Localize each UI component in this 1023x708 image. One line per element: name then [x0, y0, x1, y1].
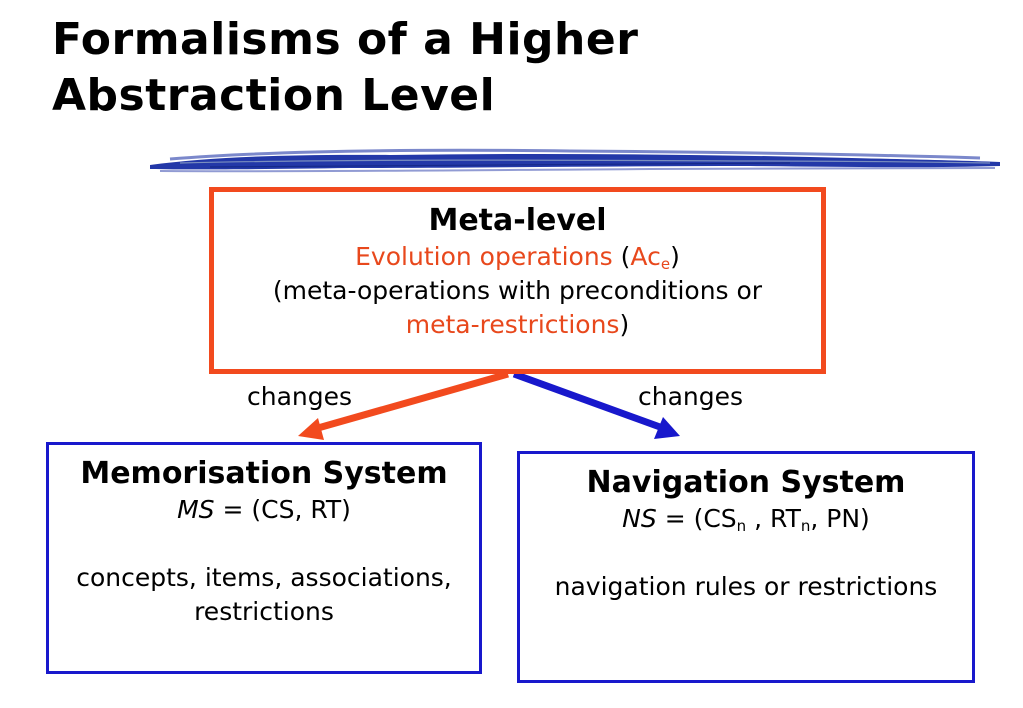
navigation-heading: Navigation System: [586, 465, 906, 500]
ac-symbol: Ace: [630, 242, 670, 271]
memorisation-formula: MS = (CS, RT): [49, 493, 479, 527]
meta-level-box: Meta-level Evolution operations (Ace) (m…: [209, 187, 826, 374]
ns-formula-pre: = (CS: [656, 504, 737, 533]
edge-label-left: changes: [247, 382, 353, 411]
brush-stroke-divider: [150, 148, 1000, 173]
meta-level-heading: Meta-level: [428, 203, 607, 238]
evolution-operations-label: Evolution operations: [355, 242, 613, 271]
arrowhead-right: [654, 417, 680, 439]
cs-subscript: n: [736, 516, 747, 535]
ns-formula-mid: , RT: [746, 504, 801, 533]
arrow-to-navigation: [512, 370, 662, 431]
navigation-system-box: Navigation System NS = (CSn , RTn, PN) n…: [517, 451, 975, 683]
arrowhead-left: [298, 418, 324, 440]
ns-formula-post: , PN): [810, 504, 870, 533]
arrow-to-memorisation: [317, 370, 509, 432]
navigation-description: navigation rules or restrictions: [554, 572, 938, 601]
spacer: [49, 527, 479, 561]
memorisation-system-box: Memorisation System MS = (CS, RT) concep…: [46, 442, 482, 674]
slide-title: Formalisms of a Higher Abstraction Level: [52, 12, 638, 124]
memorisation-desc-line-2: restrictions: [194, 597, 334, 626]
title-line-1: Formalisms of a Higher: [52, 14, 639, 65]
close-paren: ): [670, 242, 680, 271]
ns-symbol: NS: [622, 504, 657, 533]
ms-formula-rest: = (CS, RT): [214, 495, 351, 524]
evolution-operations-line: Evolution operations (Ace): [214, 240, 821, 274]
memorisation-desc-line-1: concepts, items, associations,: [76, 563, 452, 592]
spacer: [520, 536, 972, 570]
title-line-2: Abstraction Level: [52, 70, 496, 121]
ms-symbol: MS: [177, 495, 215, 524]
meta-restrictions-close: ): [619, 310, 630, 339]
meta-restrictions-label: meta-restrictions: [405, 310, 620, 339]
open-paren: (: [612, 242, 631, 271]
edge-label-right: changes: [638, 382, 744, 411]
meta-description-line-1: (meta-operations with preconditions or: [272, 276, 763, 305]
memorisation-heading: Memorisation System: [80, 456, 448, 491]
rt-subscript: n: [800, 516, 811, 535]
meta-description-line-2: meta-restrictions): [214, 308, 821, 342]
navigation-formula: NS = (CSn , RTn, PN): [520, 502, 972, 536]
ac-base: Ac: [630, 242, 661, 271]
ac-subscript: e: [660, 254, 671, 273]
